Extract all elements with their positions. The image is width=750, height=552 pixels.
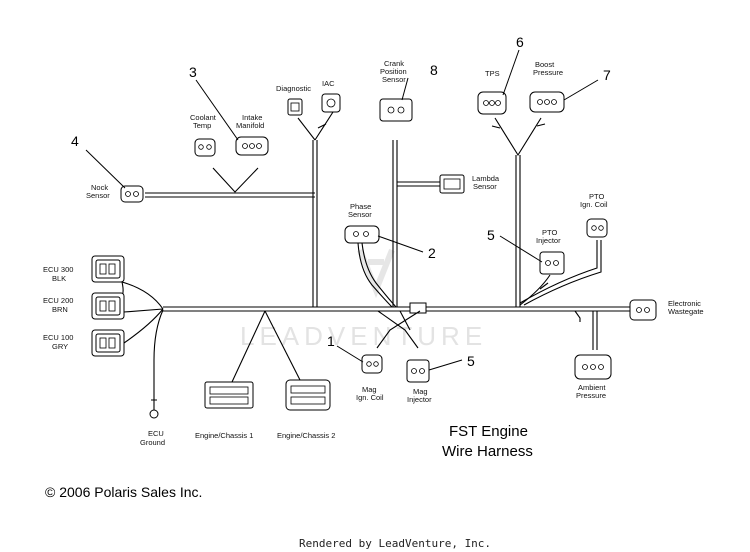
diagram-title-line-2: Wire Harness bbox=[442, 443, 533, 460]
electronic-wastegate-connector bbox=[629, 299, 657, 321]
pto-injector-connector bbox=[539, 251, 565, 275]
crank-position-sensor-connector bbox=[379, 98, 413, 122]
callout-5-pto-injector: 5 bbox=[487, 227, 495, 243]
watermark: LEADVENTURE bbox=[240, 248, 487, 351]
boost-pressure-connector bbox=[529, 91, 565, 113]
coolant-temp-connector bbox=[194, 138, 216, 157]
watermark-text: LEADVENTURE bbox=[240, 321, 487, 351]
diagram-title-line-1: FST Engine bbox=[449, 423, 528, 440]
mag-injector-connector bbox=[406, 359, 430, 383]
label-tps: TPS bbox=[485, 69, 500, 78]
callout-3: 3 bbox=[189, 64, 197, 80]
ecu-100-connector bbox=[91, 329, 125, 357]
intake-manifold-connector bbox=[235, 136, 269, 156]
engine-chassis-1-connector bbox=[204, 381, 254, 409]
callout-4: 4 bbox=[71, 133, 79, 149]
pto-ign-coil-connector bbox=[586, 218, 608, 238]
label-diagnostic: Diagnostic bbox=[276, 84, 311, 93]
mag-ign-coil-connector bbox=[361, 354, 383, 374]
copyright-notice: © 2006 Polaris Sales Inc. bbox=[45, 484, 202, 500]
callout-1: 1 bbox=[327, 333, 335, 349]
callout-5-mag-injector: 5 bbox=[467, 353, 475, 369]
connectors bbox=[91, 91, 657, 411]
callout-leaders bbox=[85, 49, 599, 371]
engine-chassis-2-connector bbox=[285, 379, 331, 411]
ecu-200-connector bbox=[91, 292, 125, 320]
callout-numbers: 3 4 8 6 7 5 2 1 5 bbox=[71, 34, 611, 369]
label-iac: IAC bbox=[322, 79, 335, 88]
diagnostic-connector bbox=[287, 98, 303, 116]
nock-sensor-connector bbox=[120, 185, 144, 203]
callout-7: 7 bbox=[603, 67, 611, 83]
callout-2: 2 bbox=[428, 245, 436, 261]
callout-6: 6 bbox=[516, 34, 524, 50]
phase-sensor-connector bbox=[344, 225, 380, 244]
label-engine-chassis-2: Engine/Chassis 2 bbox=[277, 431, 335, 440]
iac-connector bbox=[321, 93, 341, 113]
lambda-sensor-connector bbox=[439, 174, 465, 194]
callout-8: 8 bbox=[430, 62, 438, 78]
tps-connector bbox=[477, 91, 507, 115]
ambient-pressure-connector bbox=[574, 354, 612, 380]
label-engine-chassis-1: Engine/Chassis 1 bbox=[195, 431, 253, 440]
rendered-by-footer: Rendered by LeadVenture, Inc. bbox=[299, 537, 491, 550]
ecu-300-connector bbox=[91, 255, 125, 283]
